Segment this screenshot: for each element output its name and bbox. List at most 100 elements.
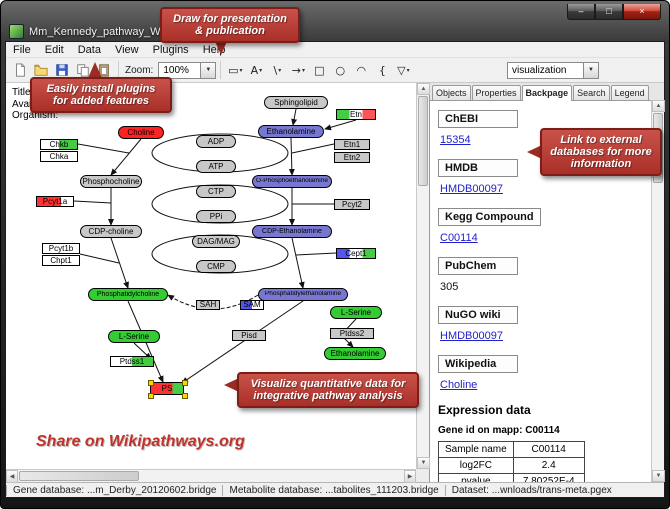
title-bar[interactable]: Mm_Kennedy_pathway_WP1771_45176.gpml – □… [1, 1, 669, 41]
oval-tool-icon: ○ [335, 63, 346, 77]
rectangle-tool[interactable]: □ [309, 60, 329, 80]
visualization-combobox[interactable]: visualization ▼ [507, 61, 599, 79]
tab-properties[interactable]: Properties [471, 85, 521, 100]
pathway-node-o-phosphoethanolamine[interactable]: O-Phosphoethanolamine [252, 175, 332, 188]
pathway-title-label: Title: [12, 87, 34, 98]
zoom-label: Zoom: [125, 64, 154, 76]
pathway-node-ptdss1[interactable]: Ptdss1 [110, 356, 154, 367]
menu-item-data[interactable]: Data [77, 43, 101, 56]
node-label: L-Serine [340, 308, 372, 317]
pathway-node-chkb[interactable]: Chkb [40, 139, 78, 150]
menu-item-edit[interactable]: Edit [44, 43, 64, 56]
pathway-node-ctp[interactable]: CTP [196, 185, 236, 198]
callout-link-databases: Link to external databases for more info… [540, 128, 662, 176]
zoom-combobox[interactable]: 100% ▼ [158, 61, 217, 79]
table-cell: Sample name [438, 441, 514, 458]
pathway-node-cept1[interactable]: Cept1 [336, 248, 376, 259]
selection-handle[interactable] [182, 393, 188, 399]
menu-item-plugins[interactable]: Plugins [152, 43, 189, 56]
pathway-node-cdp-ethanolamine[interactable]: CDP-Ethanolamine [252, 225, 332, 238]
pathway-node-etn1[interactable]: Etn1 [334, 139, 370, 150]
db-id-link[interactable]: C00114 [440, 232, 478, 244]
scrollbar-thumb[interactable] [418, 96, 428, 186]
pathway-node-sphingolipid[interactable]: Sphingolipid [264, 96, 328, 109]
scrollbar-thumb[interactable] [19, 471, 139, 481]
pathway-node-choline[interactable]: Choline [118, 126, 164, 139]
arc-tool[interactable]: ◠ [351, 60, 371, 80]
minimize-button[interactable]: – [567, 4, 595, 20]
pathway-node-chpt1[interactable]: Chpt1 [42, 255, 80, 266]
scroll-down-icon[interactable]: ▼ [652, 470, 665, 482]
node-label: Phosphatidylethanolamine [264, 291, 342, 298]
scroll-left-icon[interactable]: ◀ [6, 470, 18, 483]
pathway-node-chka[interactable]: Chka [40, 151, 78, 162]
pathway-node-ps[interactable]: PS [148, 380, 188, 399]
node-label: Etn1 [343, 140, 361, 149]
table-cell: pvalue [438, 473, 514, 482]
scroll-right-icon[interactable]: ▶ [404, 470, 416, 483]
chevron-down-icon[interactable]: ▼ [583, 62, 598, 78]
db-id-link[interactable]: HMDB00097 [440, 330, 503, 342]
pathway-node-cmp[interactable]: CMP [196, 260, 236, 273]
brace-tool[interactable]: { [372, 60, 392, 80]
close-button[interactable]: × [623, 4, 661, 20]
pathway-node-phosphocholine[interactable]: Phosphocholine [80, 175, 142, 188]
pathway-node-pcyt2[interactable]: Pcyt2 [334, 199, 370, 210]
rectangle-tool-icon: □ [314, 63, 325, 77]
line-tool[interactable]: \▾ [267, 60, 287, 80]
pathway-node-dag-mag[interactable]: DAG/MAG [192, 235, 240, 248]
pathway-node-sam[interactable]: SAM [240, 300, 264, 310]
pathway-node-cdp-choline[interactable]: CDP-choline [80, 225, 142, 238]
pathway-node-l-serine-left[interactable]: L-Serine [108, 330, 160, 343]
tab-backpage[interactable]: Backpage [521, 85, 573, 101]
pathway-node-ethanolamine-bottom[interactable]: Ethanolamine [324, 347, 386, 360]
node-label: Pisd [241, 331, 257, 340]
db-id-link[interactable]: Choline [440, 379, 478, 391]
node-label: DAG/MAG [197, 237, 235, 246]
new-file-button[interactable] [10, 60, 30, 80]
pathway-node-atp[interactable]: ATP [196, 160, 236, 173]
node-label: Chpt1 [50, 256, 72, 265]
canvas-horizontal-scrollbar[interactable]: ◀ ▶ [6, 469, 416, 483]
selection-handle[interactable] [182, 380, 188, 386]
db-id-link[interactable]: 15354 [440, 134, 471, 146]
chevron-down-icon[interactable]: ▼ [200, 62, 216, 78]
menu-item-view[interactable]: View [114, 43, 139, 56]
tab-objects[interactable]: Objects [432, 85, 471, 100]
tab-legend[interactable]: Legend [610, 85, 649, 100]
canvas-vertical-scrollbar[interactable]: ▲ ▼ [416, 83, 430, 469]
pathway-node-pcyt1a[interactable]: Pcyt1a [36, 196, 74, 207]
datanode-tool[interactable]: ▭▾ [225, 60, 245, 80]
tab-search[interactable]: Search [573, 85, 610, 100]
open-file-button[interactable] [31, 60, 51, 80]
arrow-tool[interactable]: →▾ [288, 60, 308, 80]
pathway-node-pcyt1b[interactable]: Pcyt1b [42, 243, 80, 254]
scroll-up-icon[interactable]: ▲ [652, 100, 665, 112]
shape-tool[interactable]: ▽▾ [393, 60, 413, 80]
pathway-node-etn[interactable]: Etn [336, 109, 376, 120]
pathway-node-ethanolamine-top[interactable]: Ethanolamine [258, 125, 324, 138]
label-tool[interactable]: A▾ [246, 60, 266, 80]
scroll-down-icon[interactable]: ▼ [417, 457, 430, 469]
pathway-node-ptdss2[interactable]: Ptdss2 [330, 328, 374, 339]
selection-handle[interactable] [148, 393, 154, 399]
pathway-node-phosphatidylethanolamine[interactable]: Phosphatidylethanolamine [258, 288, 348, 301]
oval-tool[interactable]: ○ [330, 60, 350, 80]
scroll-up-icon[interactable]: ▲ [417, 83, 430, 95]
db-header: HMDB [438, 159, 518, 177]
save-file-button[interactable] [52, 60, 72, 80]
pathway-node-ppi[interactable]: PPi [196, 210, 236, 223]
pathway-node-pisd[interactable]: Pisd [232, 330, 266, 341]
db-id-link[interactable]: HMDB00097 [440, 183, 503, 195]
pathway-node-phosphatidylcholine[interactable]: Phosphatidylcholine [88, 288, 168, 301]
pathway-node-adp[interactable]: ADP [196, 135, 236, 148]
maximize-button[interactable]: □ [595, 4, 623, 20]
menu-item-file[interactable]: File [13, 43, 31, 56]
pathway-node-sah[interactable]: SAH [196, 300, 220, 310]
pathway-node-l-serine-right[interactable]: L-Serine [330, 306, 382, 319]
selection-handle[interactable] [148, 380, 154, 386]
pathway-node-etn2[interactable]: Etn2 [334, 152, 370, 163]
pathway-canvas[interactable]: Title: Availability: Organism: Share on … [6, 83, 430, 483]
